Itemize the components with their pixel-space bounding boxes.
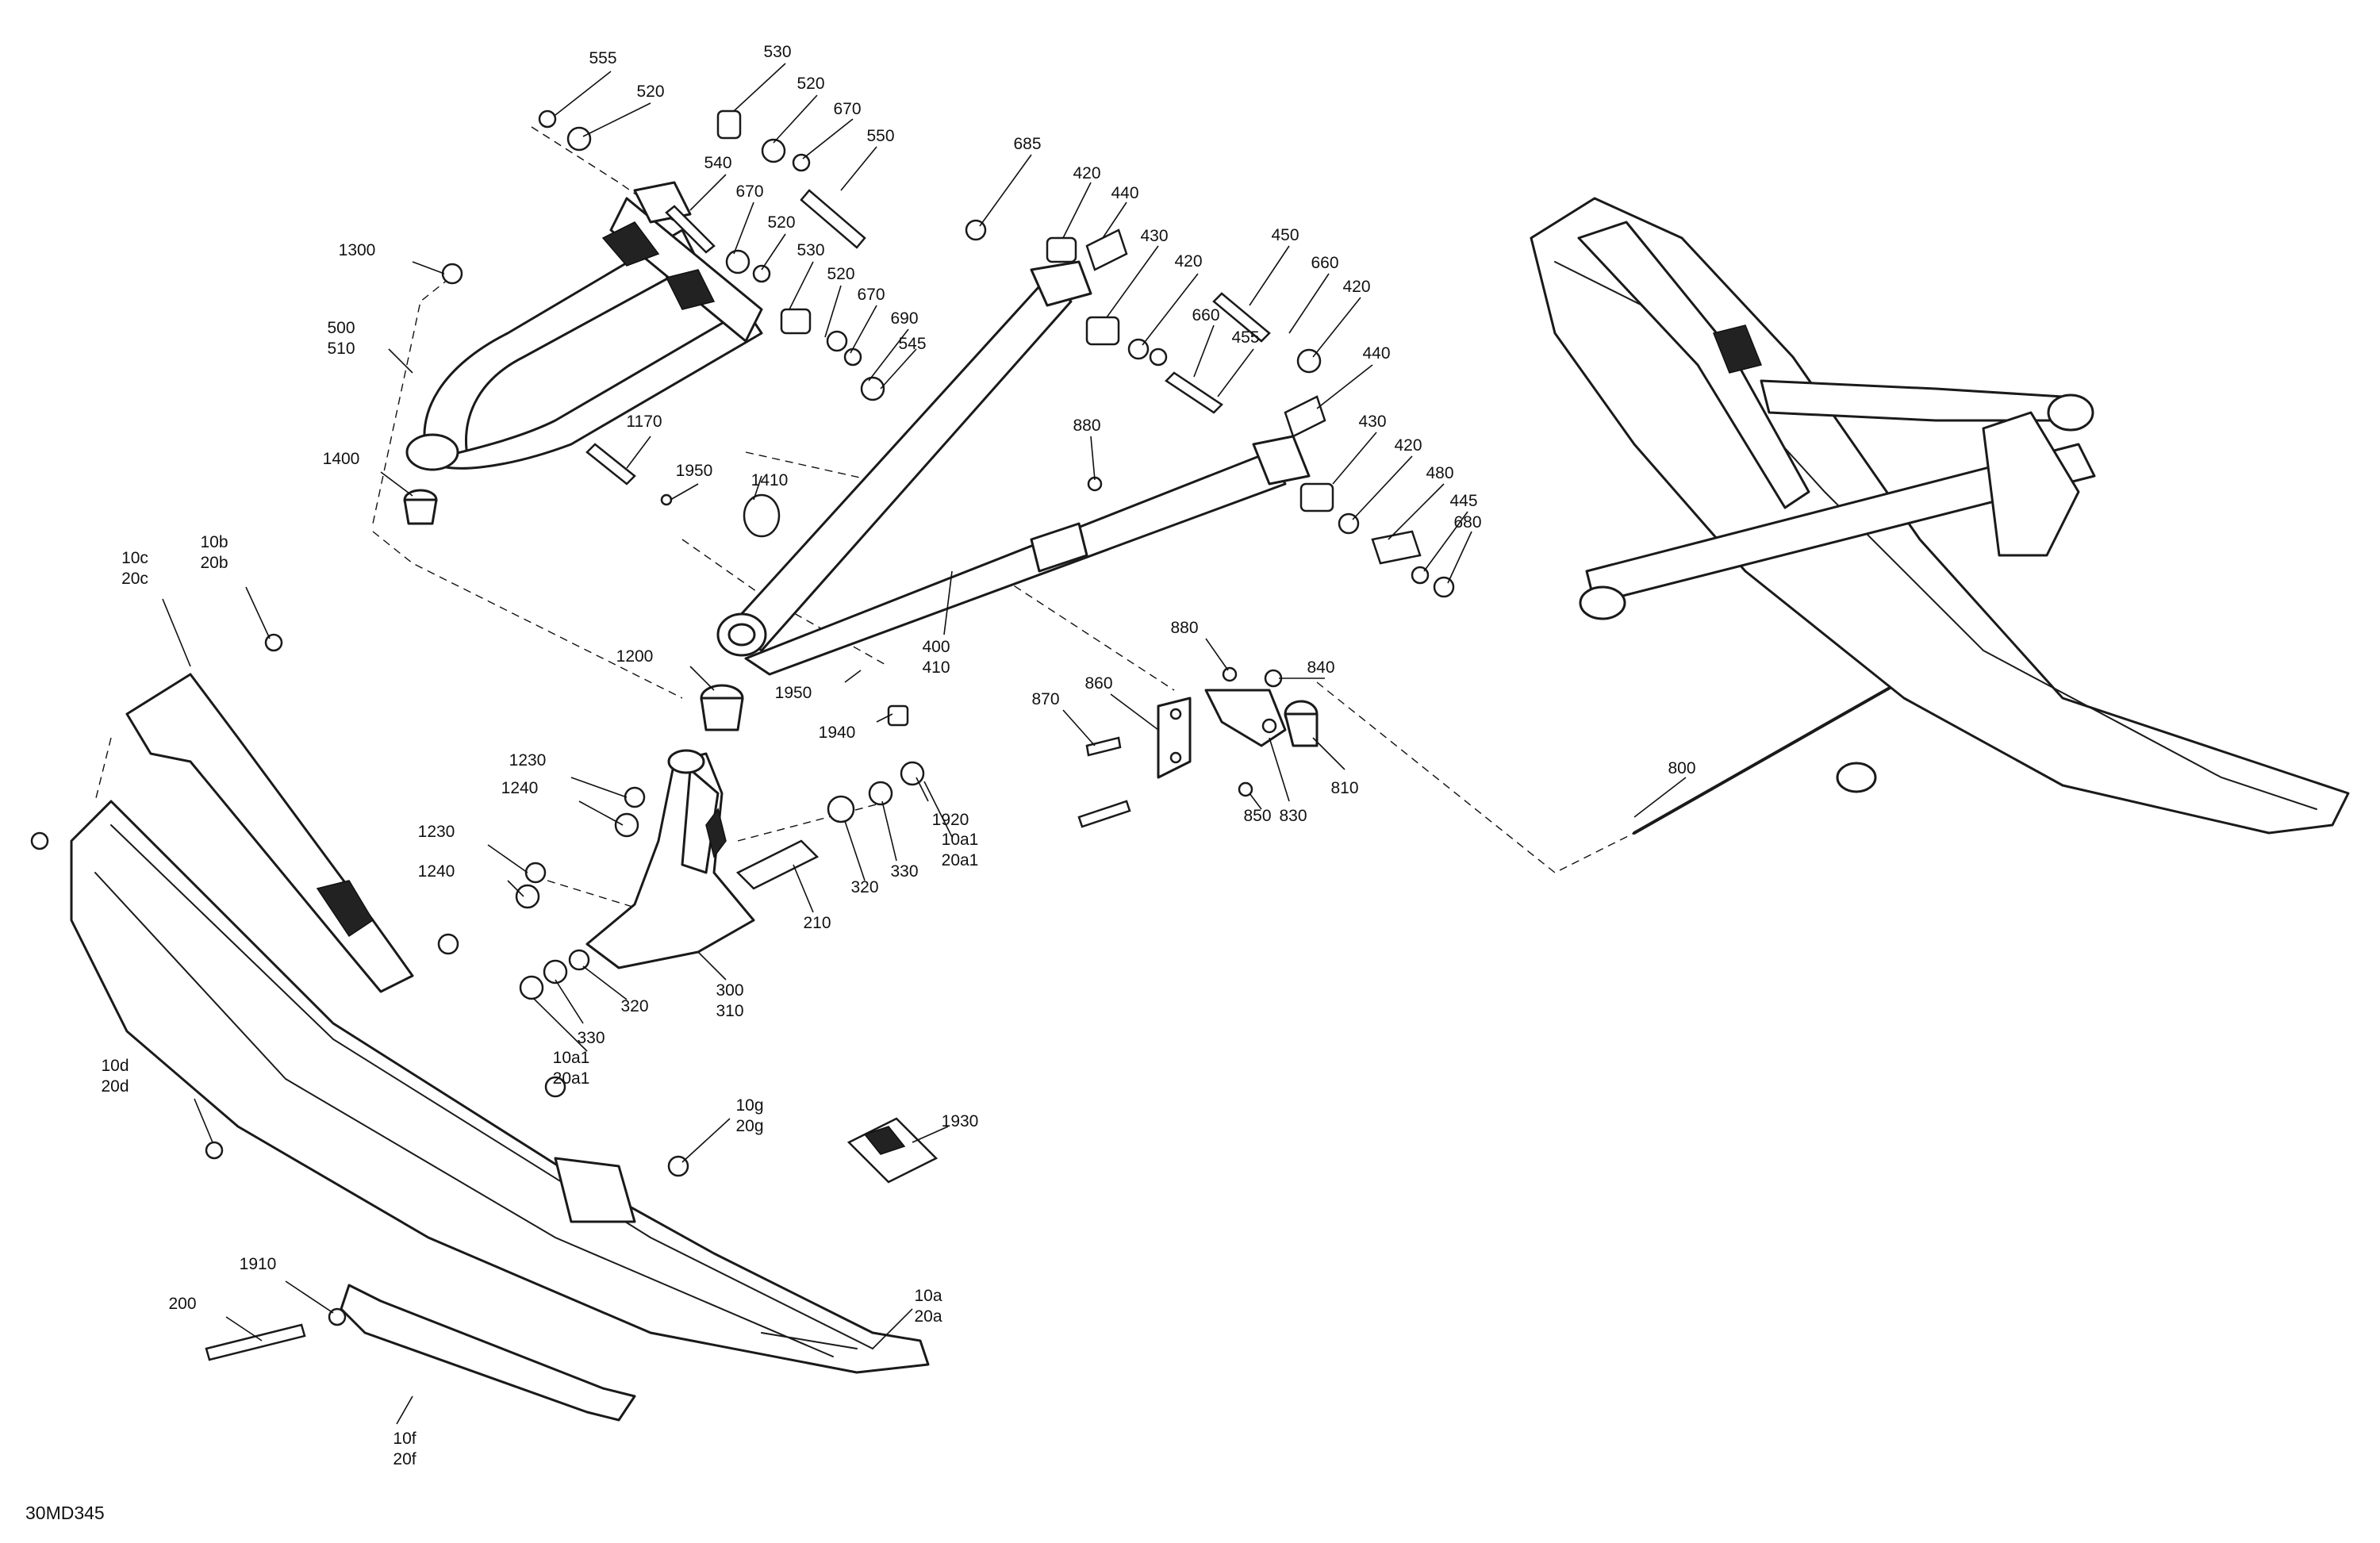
callout-label: 10c — [121, 549, 148, 567]
callout-label: 1930 — [942, 1112, 979, 1130]
callout-label: 10d — [101, 1057, 129, 1075]
callout-label: 330 — [890, 862, 918, 881]
callout-label: 500 — [327, 319, 355, 337]
callout-label: 850 — [1243, 807, 1271, 825]
callout-label: 660 — [1311, 254, 1338, 272]
callout-label: 520 — [767, 213, 795, 232]
callout-label: 1950 — [775, 684, 812, 702]
callout-label: 320 — [850, 878, 878, 896]
callout-label: 1910 — [240, 1255, 277, 1273]
callout-label: 320 — [620, 997, 648, 1015]
callout-label: 20a1 — [553, 1069, 590, 1088]
callout-label: 330 — [577, 1029, 605, 1047]
callout-label: 1300 — [339, 241, 376, 259]
callout-label: 680 — [1453, 513, 1481, 532]
ball-joint-1200 — [700, 684, 744, 731]
callout-label: 450 — [1271, 226, 1299, 244]
callout-label: 1410 — [751, 471, 789, 489]
lower-a-arm — [716, 260, 1311, 676]
callout-label: 810 — [1330, 779, 1358, 797]
callout-label: 690 — [890, 309, 918, 328]
callout-label: 830 — [1279, 807, 1307, 825]
callout-label: 555 — [589, 49, 616, 67]
callout-label: 20g — [735, 1117, 763, 1135]
callout-label: 20a1 — [942, 851, 979, 869]
callout-label: 670 — [857, 286, 885, 304]
callout-label: 540 — [704, 154, 731, 172]
callout-label: 1240 — [418, 862, 455, 881]
callout-label: 1240 — [501, 779, 539, 797]
callout-label: 420 — [1174, 252, 1202, 271]
callout-label: 520 — [827, 265, 854, 283]
callout-label: 20c — [121, 570, 148, 588]
callout-label: 430 — [1140, 227, 1168, 245]
callout-label: 1940 — [819, 724, 856, 742]
callout-label: 455 — [1231, 328, 1259, 347]
assembled-ski-view — [1530, 197, 2350, 835]
callout-label: 1230 — [418, 823, 455, 841]
callout-labels: 5555205305206705505406705205305206706905… — [101, 43, 1695, 1468]
callout-label: 840 — [1307, 658, 1334, 677]
callout-label: 480 — [1426, 464, 1453, 482]
callout-label: 10a — [914, 1287, 942, 1305]
upper-a-arm — [405, 181, 763, 471]
callout-label: 200 — [168, 1295, 196, 1313]
callout-label: 1400 — [323, 450, 360, 468]
left-ski — [70, 673, 930, 1422]
callout-label: 10a1 — [942, 831, 979, 849]
callout-label: 445 — [1449, 492, 1477, 510]
steering-link-860 — [1157, 697, 1192, 779]
callout-label: 670 — [735, 182, 763, 201]
callout-label: 210 — [803, 914, 831, 932]
drawing-code: 30MD345 — [25, 1503, 105, 1523]
callout-label: 545 — [898, 335, 926, 353]
callout-label: 670 — [833, 100, 861, 118]
callout-label: 1920 — [932, 811, 969, 829]
callout-label: 880 — [1170, 619, 1198, 637]
callout-label: 440 — [1362, 344, 1390, 363]
callout-label: 880 — [1073, 416, 1100, 435]
callout-label: 420 — [1394, 436, 1422, 455]
callout-label: 20b — [200, 554, 228, 572]
callout-label: 10a1 — [553, 1049, 590, 1067]
callout-label: 20f — [393, 1450, 416, 1468]
callout-label: 530 — [763, 43, 791, 61]
callout-label: 10g — [735, 1096, 763, 1115]
callout-label: 420 — [1342, 278, 1370, 296]
spindle — [585, 749, 755, 969]
callout-label: 530 — [797, 241, 824, 259]
hardware-pieces — [30, 109, 1455, 1361]
callout-label: 400 — [922, 638, 950, 656]
callout-label: 430 — [1358, 413, 1386, 431]
bushing-810 — [1284, 700, 1319, 747]
callout-label: 510 — [327, 340, 355, 358]
callout-label: 520 — [636, 83, 664, 101]
callout-label: 20a — [914, 1307, 942, 1326]
callout-label: 440 — [1111, 184, 1138, 202]
callout-label: 10f — [393, 1430, 416, 1448]
callout-label: 410 — [922, 658, 950, 677]
callout-label: 20d — [101, 1077, 129, 1096]
callout-label: 1200 — [616, 647, 654, 666]
callout-label: 1170 — [626, 413, 662, 431]
ball-joint-1400 — [403, 489, 438, 525]
callout-label: 1950 — [676, 462, 713, 480]
callout-label: 550 — [866, 127, 894, 145]
callout-label: 660 — [1192, 306, 1219, 324]
callout-label: 420 — [1073, 164, 1100, 182]
callout-label: 685 — [1013, 135, 1041, 153]
callout-label: 520 — [797, 75, 824, 93]
callout-label: 1230 — [509, 751, 547, 770]
callout-label: 310 — [716, 1002, 743, 1020]
leader-lines — [162, 63, 1687, 1425]
callout-label: 800 — [1668, 759, 1695, 777]
callout-label: 870 — [1031, 690, 1059, 708]
steering-arm-830 — [1204, 689, 1287, 747]
callout-label: 300 — [716, 981, 743, 1000]
callout-label: 860 — [1084, 674, 1112, 693]
callout-label: 10b — [200, 533, 228, 551]
